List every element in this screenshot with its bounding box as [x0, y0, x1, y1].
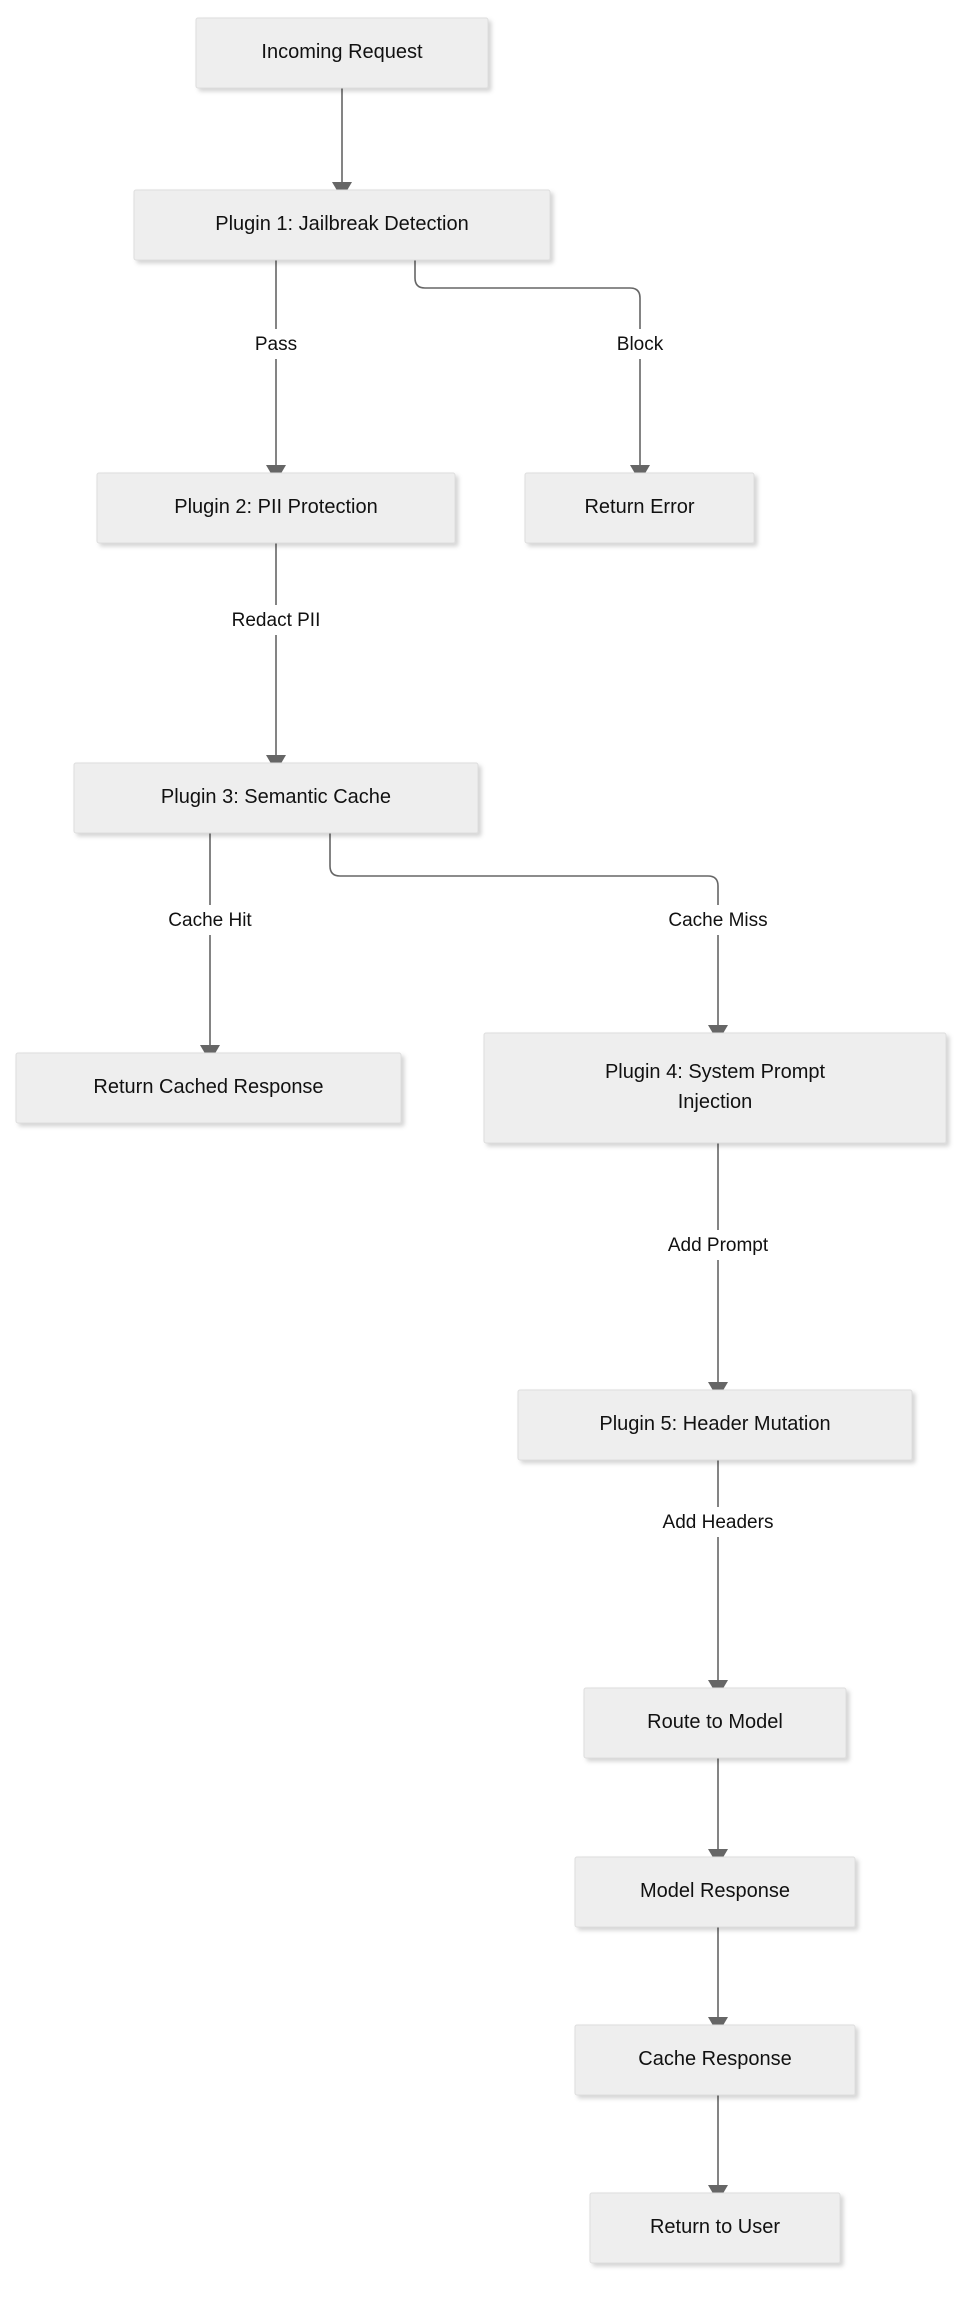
edge-label-add-headers: Add Headers [655, 1507, 781, 1537]
edge-label-background [608, 329, 672, 359]
node-return-to-user[interactable]: Return to User [589, 2192, 841, 2264]
node-label: Plugin 3: Semantic Cache [161, 786, 391, 808]
node-box[interactable] [574, 1856, 856, 1928]
edge-label-background [661, 905, 775, 935]
edge-label-text: Pass [255, 334, 297, 355]
node-label: Cache Response [638, 2048, 791, 2070]
edge-plugin-1-jailbreak-detection-to-return-error [414, 260, 650, 482]
edge-line [414, 260, 641, 465]
node-box[interactable] [517, 1389, 913, 1461]
node-box[interactable] [574, 2024, 856, 2096]
edge-label-text: Redact PII [232, 610, 321, 631]
node-model-response[interactable]: Model Response [574, 1856, 856, 1928]
edge-route-to-model-to-model-response [708, 1758, 728, 1866]
edge-plugin-2-pii-protection-to-plugin-3-semantic-cache [266, 543, 286, 772]
edge-plugin-3-semantic-cache-to-return-cached-response [200, 833, 220, 1062]
node-route-to-model[interactable]: Route to Model [583, 1687, 847, 1759]
node-box[interactable] [589, 2192, 841, 2264]
edge-plugin-1-jailbreak-detection-to-plugin-2-pii-protection [266, 260, 286, 482]
node-box[interactable] [96, 472, 456, 544]
edge-label-text: Cache Miss [668, 910, 767, 931]
edge-label-text: Block [617, 334, 664, 355]
node-incoming-request[interactable]: Incoming Request [195, 17, 489, 89]
edge-label-cache-miss: Cache Miss [661, 905, 775, 935]
edge-label-text: Add Prompt [668, 1235, 769, 1256]
edge-model-response-to-cache-response [708, 1927, 728, 2034]
node-return-cached-response[interactable]: Return Cached Response [15, 1052, 402, 1124]
node-plugin-1-jailbreak-detection[interactable]: Plugin 1: Jailbreak Detection [133, 189, 551, 261]
node-cache-response[interactable]: Cache Response [574, 2024, 856, 2096]
node-plugin-3-semantic-cache[interactable]: Plugin 3: Semantic Cache [73, 762, 479, 834]
edge-label-background [661, 1230, 775, 1260]
edge-label-text: Add Headers [663, 1512, 774, 1533]
edge-label-add-prompt: Add Prompt [661, 1230, 775, 1260]
node-box[interactable] [483, 1032, 947, 1144]
edge-incoming-request-to-plugin-1-jailbreak-detection [332, 88, 352, 199]
node-label: Plugin 1: Jailbreak Detection [215, 213, 468, 235]
node-box[interactable] [195, 17, 489, 89]
edge-cache-response-to-return-to-user [708, 2095, 728, 2202]
edge-label-background [219, 605, 333, 635]
node-label: Return to User [650, 2216, 780, 2238]
node-box[interactable] [583, 1687, 847, 1759]
node-label: Incoming Request [261, 41, 423, 63]
edge-label-pass: Pass [249, 329, 303, 359]
edge-label-background [655, 1507, 781, 1537]
edge-plugin-4-system-prompt-injection-to-plugin-5-header-mutation [708, 1143, 728, 1399]
node-label: Return Error [584, 496, 694, 518]
node-plugin-5-header-mutation[interactable]: Plugin 5: Header Mutation [517, 1389, 913, 1461]
edge-plugin-3-semantic-cache-to-plugin-4-system-prompt-injection [329, 833, 728, 1042]
node-label: Route to Model [647, 1711, 783, 1733]
node-box[interactable] [15, 1052, 402, 1124]
edge-label-background [158, 905, 262, 935]
edge-label-block: Block [608, 329, 672, 359]
node-return-error[interactable]: Return Error [524, 472, 755, 544]
node-label: Model Response [640, 1880, 790, 1902]
edge-label-redact-pii: Redact PII [219, 605, 333, 635]
node-box[interactable] [73, 762, 479, 834]
node-label: Return Cached Response [93, 1076, 323, 1098]
edge-plugin-5-header-mutation-to-route-to-model [708, 1460, 728, 1697]
edge-label-cache-hit: Cache Hit [158, 905, 262, 935]
edge-label-background [249, 329, 303, 359]
node-box[interactable] [524, 472, 755, 544]
node-plugin-2-pii-protection[interactable]: Plugin 2: PII Protection [96, 472, 456, 544]
node-label: Plugin 2: PII Protection [174, 496, 377, 518]
node-box[interactable] [133, 189, 551, 261]
edge-line [329, 833, 719, 1025]
edge-label-text: Cache Hit [168, 910, 252, 931]
node-label: Plugin 5: Header Mutation [599, 1413, 830, 1435]
